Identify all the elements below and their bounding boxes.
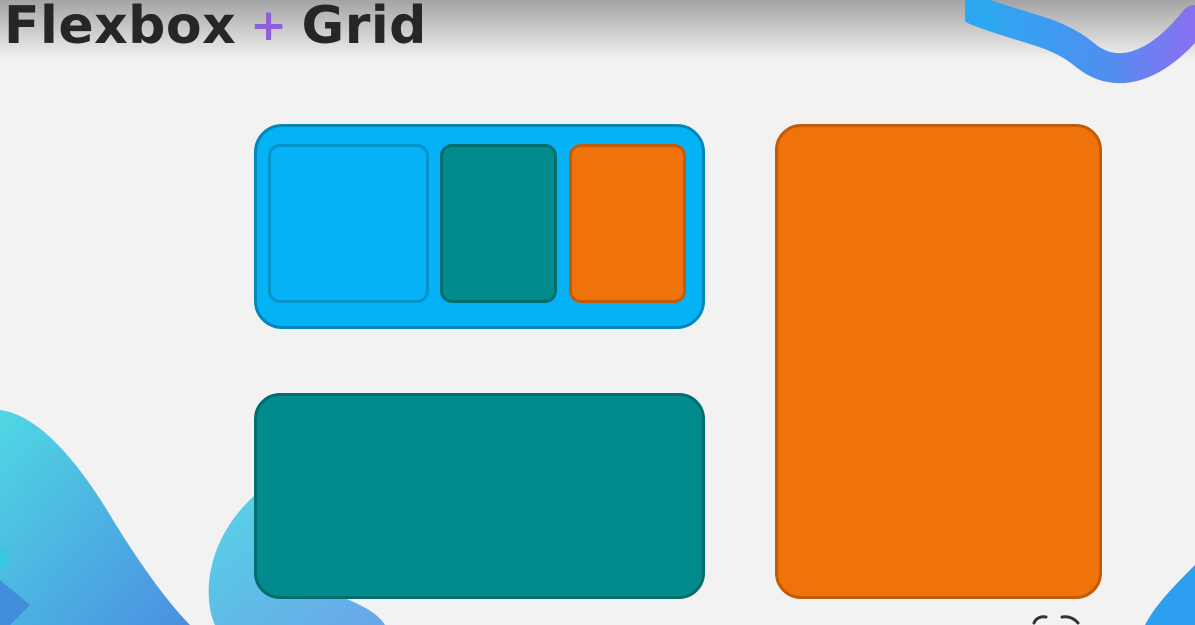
title-grid: Grid <box>301 0 427 56</box>
grid-tall-block <box>775 124 1102 599</box>
flex-item-light-blue <box>268 144 429 303</box>
title-flexbox: Flexbox <box>4 0 237 56</box>
grid-wide-block <box>254 393 705 599</box>
flex-item-teal <box>440 144 557 303</box>
corner-blob-decoration <box>1145 565 1195 625</box>
flex-item-orange <box>569 144 686 303</box>
wave-decoration <box>965 0 1195 84</box>
scroll-indicator-icon <box>1032 615 1080 625</box>
slide-title: Flexbox + Grid <box>4 0 427 56</box>
title-plus: + <box>250 0 288 51</box>
